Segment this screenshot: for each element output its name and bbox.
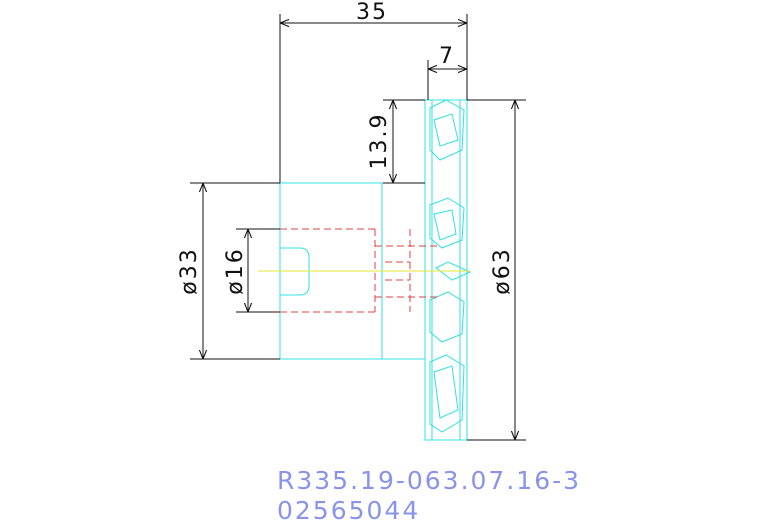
dim-offset: 13.9 xyxy=(367,113,392,170)
dim-overall-length: 35 xyxy=(356,0,388,25)
dim-bore-diameter: ø16 xyxy=(223,247,248,294)
part-code-label: 02565044 xyxy=(277,496,421,525)
part-number-label: R335.19-063.07.16-3 xyxy=(277,466,582,495)
cutter-teeth xyxy=(429,99,472,433)
dim-cutter-diameter: ø63 xyxy=(490,247,515,294)
dimension-lines xyxy=(190,14,526,441)
hidden-lines xyxy=(280,228,440,313)
part-geometry xyxy=(279,99,472,441)
dim-insert-width: 7 xyxy=(439,44,455,69)
dim-hub-diameter: ø33 xyxy=(177,247,202,294)
